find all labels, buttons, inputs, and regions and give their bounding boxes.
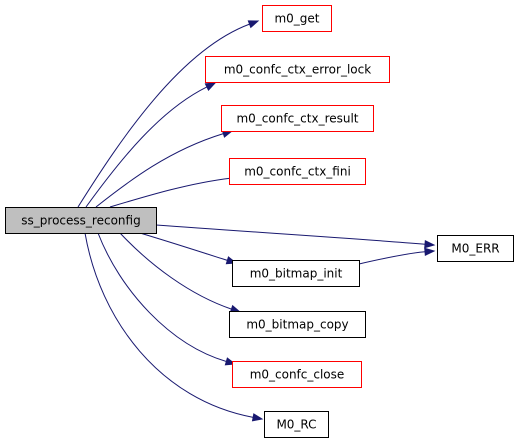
edge-line — [358, 251, 426, 265]
node-label: m0_bitmap_init — [250, 267, 343, 281]
edge-line — [97, 232, 227, 362]
node-box — [437, 235, 514, 262]
node-box — [221, 105, 374, 132]
node-label: m0_bitmap_copy — [246, 318, 348, 332]
edge-ss_process_reconfig-to-m0_confc_close — [97, 232, 237, 366]
edge-ss_process_reconfig-to-M0_ERR — [155, 224, 436, 249]
node-label: m0_confc_ctx_error_lock — [224, 63, 371, 77]
node-box — [229, 311, 366, 338]
node-m0_confc_ctx_result[interactable]: m0_confc_ctx_result — [221, 105, 374, 132]
edge-line — [95, 133, 224, 208]
node-box — [264, 411, 329, 438]
nodes-layer: ss_process_reconfig m0_get m0_confc_ctx_er… — [5, 5, 514, 438]
edge-line — [155, 224, 426, 245]
edge-ss_process_reconfig-to-m0_bitmap_init — [139, 232, 238, 265]
node-box — [205, 56, 390, 83]
node-label: m0_get — [274, 12, 319, 26]
node-label: M0_RC — [276, 418, 316, 432]
arrowhead — [424, 247, 436, 257]
arrowhead — [247, 20, 260, 29]
edge-line — [85, 86, 208, 208]
node-box — [229, 158, 366, 185]
edge-ss_process_reconfig-to-m0_confc_ctx_fini — [109, 173, 242, 208]
arrowhead — [424, 239, 436, 249]
arrowhead — [204, 82, 217, 91]
node-label: m0_confc_ctx_fini — [244, 165, 351, 179]
edge-ss_process_reconfig-to-M0_RC — [84, 232, 264, 422]
node-m0_get[interactable]: m0_get — [262, 5, 332, 32]
node-label: ss_process_reconfig — [21, 214, 140, 228]
node-box — [232, 361, 362, 388]
node-label: m0_confc_ctx_result — [236, 112, 358, 126]
edge-line — [119, 232, 232, 310]
edge-line — [84, 232, 254, 418]
node-label: m0_confc_close — [250, 368, 345, 382]
node-m0_bitmap_copy[interactable]: m0_bitmap_copy — [229, 311, 366, 338]
node-m0_confc_ctx_fini[interactable]: m0_confc_ctx_fini — [229, 158, 366, 185]
edge-ss_process_reconfig-to-m0_confc_ctx_error_lock — [85, 82, 217, 208]
edge-m0_bitmap_init-to-M0_ERR — [358, 247, 436, 265]
edge-ss_process_reconfig-to-m0_get — [77, 20, 260, 208]
arrowhead — [251, 413, 264, 422]
node-M0_RC[interactable]: M0_RC — [264, 411, 329, 438]
edge-line — [109, 177, 232, 208]
node-box — [5, 207, 157, 234]
edge-line — [139, 232, 228, 261]
node-m0_confc_ctx_error_lock[interactable]: m0_confc_ctx_error_lock — [205, 56, 390, 83]
edge-ss_process_reconfig-to-m0_confc_ctx_result — [95, 129, 234, 208]
node-M0_ERR[interactable]: M0_ERR — [437, 235, 514, 262]
edge-line — [77, 23, 250, 208]
node-m0_confc_close[interactable]: m0_confc_close — [232, 361, 362, 388]
node-box — [232, 260, 360, 287]
node-label: M0_ERR — [451, 242, 499, 256]
node-m0_bitmap_init[interactable]: m0_bitmap_init — [232, 260, 360, 287]
root-node-ss_process_reconfig[interactable]: ss_process_reconfig — [5, 207, 157, 234]
node-box — [262, 5, 332, 32]
